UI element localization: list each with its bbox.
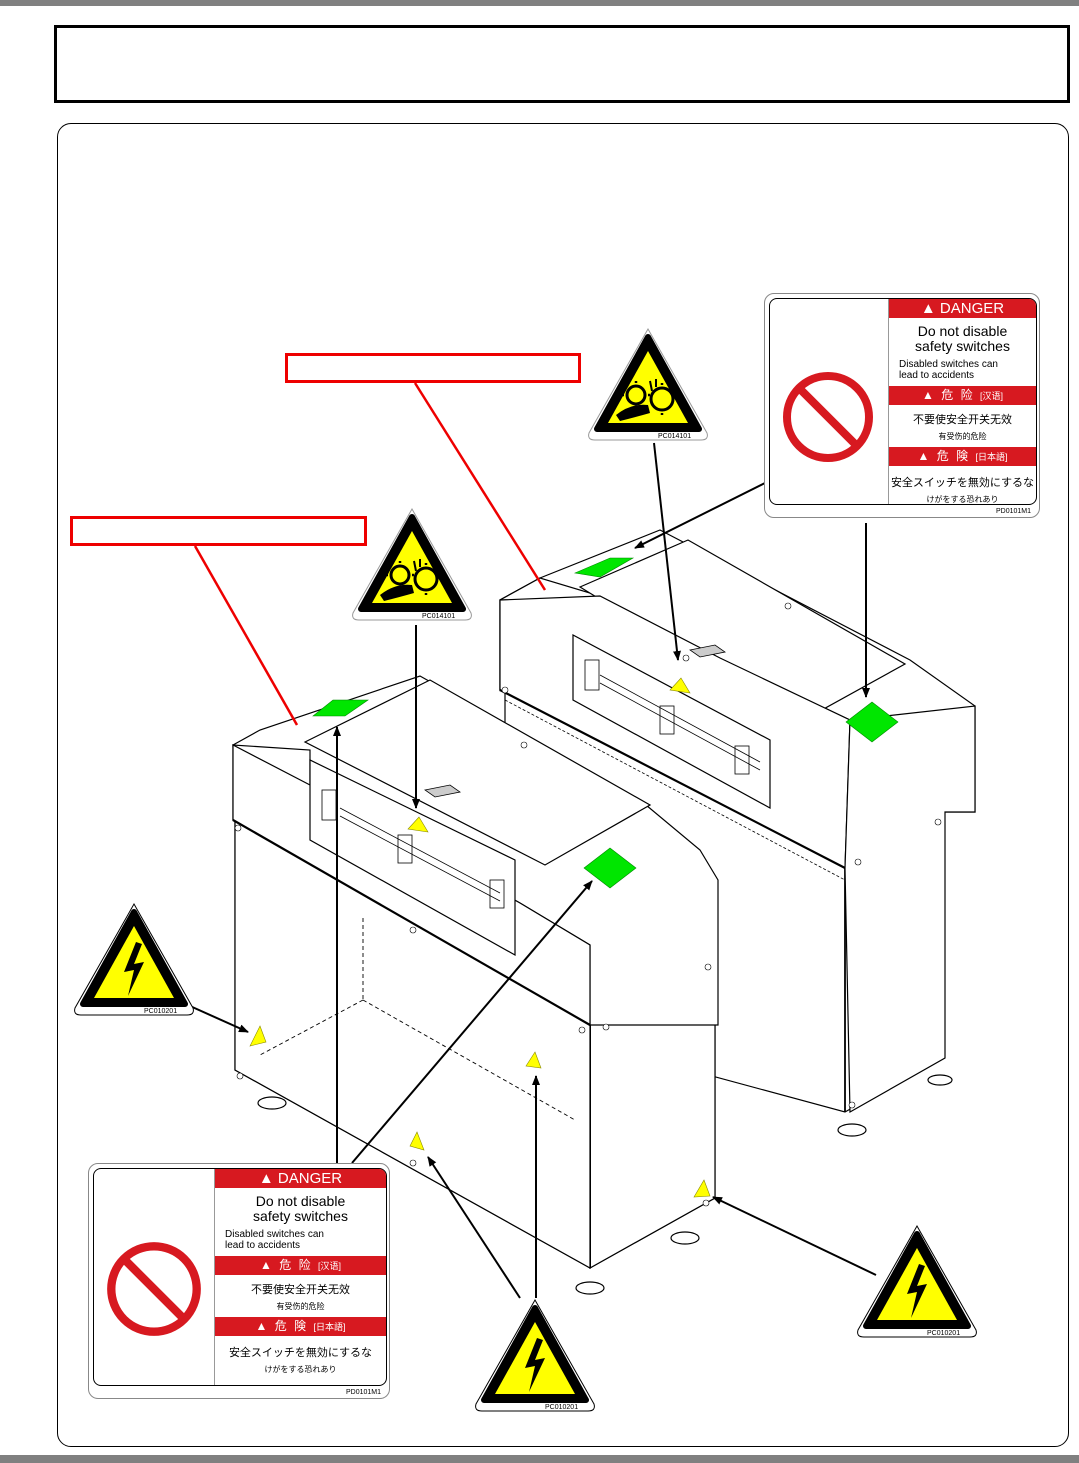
danger-main-cn: 不要使安全开关无效: [251, 1284, 350, 1296]
electric-sign-code: PC010201: [927, 1330, 961, 1337]
high-voltage-icon: [74, 902, 194, 1016]
footer-bar: [0, 1455, 1079, 1463]
danger-label-code: PD0101M1: [345, 1389, 381, 1396]
gear-entanglement-icon: [588, 327, 708, 441]
electric-sign-code: PC010201: [144, 1008, 178, 1015]
danger-header-cn: ▲ 危 险 [汉语]: [889, 386, 1036, 405]
electric-sign-right: PC010201: [855, 1222, 979, 1340]
warning-triangle-icon: ▲: [917, 449, 932, 463]
warning-triangle-icon: ▲: [255, 1319, 270, 1333]
yellow-location-markers: [249, 677, 711, 1198]
warning-triangle-icon: ▲: [920, 300, 936, 317]
danger-sub-en-line2: lead to accidents: [899, 370, 975, 381]
marker-front-center-lower: [409, 1131, 425, 1151]
warning-triangle-icon: ▲: [922, 388, 936, 402]
danger-tag-cn: [汉语]: [317, 1261, 341, 1271]
prohibition-icon: [783, 372, 873, 462]
danger-sub-jp: けがをする恐れあり: [926, 495, 999, 504]
warning-triangle-icon: ▲: [258, 1170, 274, 1187]
danger-header-jp-text: 危 険: [274, 1319, 309, 1333]
danger-header-jp: ▲ 危 険 [日本語]: [889, 447, 1036, 466]
danger-sub-en-line1: Disabled switches can: [225, 1229, 324, 1240]
high-voltage-icon: [475, 1298, 595, 1412]
warning-triangle-icon: ▲: [260, 1258, 274, 1272]
danger-main-jp: 安全スイッチを無効にするな: [890, 477, 1035, 489]
marker-front-center-upper: [525, 1051, 542, 1069]
figure-frame: [57, 123, 1069, 1447]
callout-upper-machine: [285, 353, 581, 383]
danger-tag-jp: [日本語]: [975, 452, 1008, 462]
danger-main-en-line2: safety switches: [253, 1208, 348, 1224]
danger-sub-cn: 有受伤的危险: [276, 1302, 325, 1311]
danger-header-cn-text: 危 险: [279, 1258, 313, 1272]
danger-header-en-text: DANGER: [939, 300, 1005, 317]
green-label-rear-right: [845, 701, 899, 743]
pointer-arrows: [189, 442, 877, 1299]
machine-front: [232, 675, 719, 1295]
marker-front-top: [407, 816, 429, 833]
entanglement-sign-lower: PC014101: [350, 505, 474, 623]
callout-leaders: [193, 382, 547, 726]
entanglement-sign-code: PC014101: [658, 433, 692, 440]
danger-tag-cn: [汉语]: [979, 391, 1003, 401]
header-bar: [0, 0, 1079, 6]
danger-header-en: ▲ DANGER: [889, 299, 1036, 318]
danger-main-cn: 不要使安全开关无效: [913, 414, 1012, 426]
danger-tag-jp: [日本語]: [313, 1322, 346, 1332]
prohibition-icon: [107, 1242, 201, 1336]
electric-sign-code: PC010201: [545, 1404, 579, 1411]
danger-main-en-line1: Do not disable: [255, 1193, 346, 1209]
danger-header-jp-text: 危 険: [936, 449, 971, 463]
danger-header-jp: ▲ 危 険 [日本語]: [215, 1317, 386, 1336]
danger-sub-jp: けがをする恐れあり: [264, 1365, 337, 1374]
marker-left-side: [249, 1025, 267, 1047]
danger-sub-cn: 有受伤的危险: [938, 432, 987, 441]
danger-header-cn-text: 危 险: [941, 388, 975, 402]
electric-sign-bottom: PC010201: [473, 1296, 597, 1414]
callout-lower-machine: [70, 516, 367, 546]
marker-rear-top: [669, 677, 691, 694]
marker-right-side: [693, 1179, 711, 1198]
danger-main-jp: 安全スイッチを無効にするな: [228, 1347, 373, 1359]
danger-label-code: PD0101M1: [995, 508, 1031, 515]
green-label-rear-left: [573, 557, 635, 578]
page-title-box: [54, 25, 1070, 103]
entanglement-sign-code: PC014101: [422, 613, 456, 620]
danger-header-cn: ▲ 危 险 [汉语]: [215, 1256, 386, 1275]
green-label-front-left: [312, 699, 369, 717]
danger-main-en-line2: safety switches: [915, 338, 1010, 354]
green-label-markers: [312, 557, 899, 889]
gear-entanglement-icon: [352, 507, 472, 621]
danger-header-en: ▲ DANGER: [215, 1169, 386, 1188]
entanglement-sign-upper: PC014101: [586, 325, 710, 443]
danger-sub-en-line2: lead to accidents: [225, 1240, 301, 1251]
danger-sub-en-line1: Disabled switches can: [899, 359, 998, 370]
green-label-front-right: [583, 847, 637, 889]
electric-sign-left: PC010201: [72, 900, 196, 1018]
danger-main-en-line1: Do not disable: [917, 323, 1008, 339]
high-voltage-icon: [857, 1224, 977, 1338]
danger-header-en-text: DANGER: [277, 1170, 343, 1187]
